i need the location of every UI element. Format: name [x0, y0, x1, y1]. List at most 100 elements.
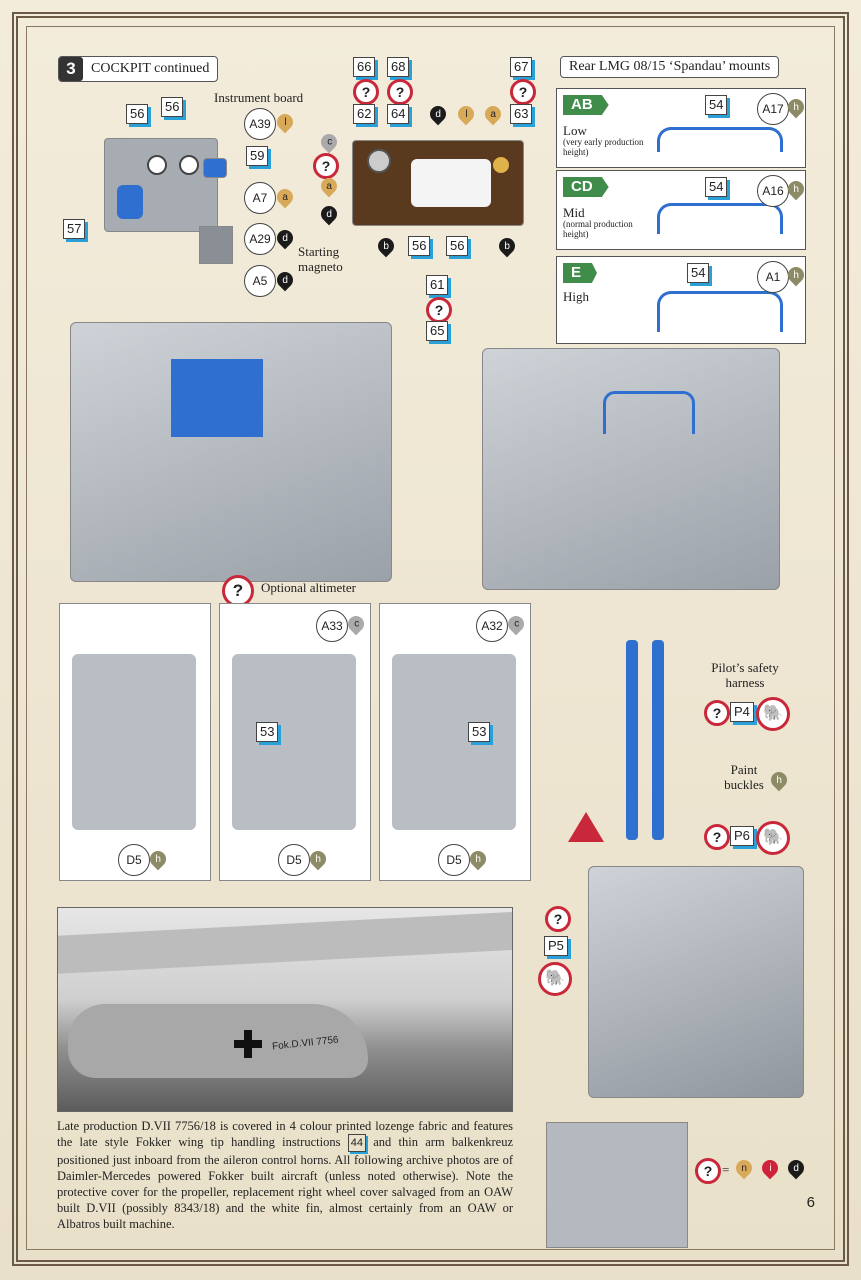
part-number: 65 — [426, 321, 449, 341]
optional-icon: ? — [545, 906, 571, 932]
option-name: Low — [563, 123, 587, 138]
altimeter-view-3: A32 c 53 D5 h — [379, 603, 531, 881]
archive-photo: Fok.D.VII 7756 — [57, 907, 513, 1112]
part-number: 57 — [63, 219, 86, 239]
installed-mount-icon — [603, 391, 695, 434]
part-number: 64 — [387, 104, 410, 124]
harness-strap-illustration — [626, 640, 638, 840]
elephant-icon: 🐘 — [538, 962, 572, 996]
altimeter-view-1: D5 h — [59, 603, 211, 881]
mount-option-panel: E High 54 A1 h — [556, 256, 808, 344]
optional-icon: ? — [426, 297, 452, 323]
part-number: 68 — [387, 57, 410, 77]
altimeter-view-2: A33 c 53 D5 h — [219, 603, 371, 881]
page-number: 6 — [806, 1194, 815, 1211]
mount-illustration — [657, 291, 783, 332]
mount-option-panel: CD Mid (normal production height) 54 A16… — [556, 170, 808, 250]
harness-label: Pilot’s safety harness — [711, 660, 779, 690]
gauge-icon — [179, 155, 199, 175]
blue-fitting-illustration — [203, 158, 227, 178]
part-reference: 44 — [347, 1134, 366, 1152]
optional-icon: ? — [695, 1158, 721, 1184]
optional-icon: ? — [704, 700, 730, 726]
part-number: 54 — [687, 263, 710, 283]
paint-drop-icon: h — [306, 847, 330, 871]
fuselage-illustration — [68, 1004, 368, 1078]
optional-icon: ? — [313, 153, 339, 179]
part-number: 59 — [246, 146, 269, 166]
part-number: 67 — [510, 57, 533, 77]
callout-circle: D5 — [118, 844, 150, 876]
optional-icon: ? — [704, 824, 730, 850]
optional-icon: ? — [510, 79, 536, 105]
part-number: 56 — [446, 236, 469, 256]
callout-circle: A5 — [244, 265, 276, 297]
page-border — [12, 12, 849, 1266]
mount-option-panel: AB Low (very early production height) 54… — [556, 88, 808, 168]
mount-illustration — [657, 203, 783, 234]
harness-detail-inset — [546, 1122, 688, 1248]
optional-icon: ? — [353, 79, 379, 105]
option-tag: AB — [563, 95, 609, 115]
harness-strap-illustration — [652, 640, 664, 840]
wooden-panel-illustration — [352, 140, 524, 226]
part-number: 62 — [353, 104, 376, 124]
option-tag: E — [563, 263, 598, 283]
mount-illustration — [657, 127, 783, 152]
step-number: 3 — [59, 57, 83, 81]
brass-fitting-icon — [493, 157, 509, 173]
balkenkreuz-icon — [234, 1030, 262, 1058]
cockpit-fuselage-illustration-left — [70, 322, 392, 582]
callout-circle: D5 — [438, 844, 470, 876]
callout-circle: D5 — [278, 844, 310, 876]
starting-magneto-label: Starting magneto — [298, 244, 343, 274]
wing-illustration — [58, 911, 512, 975]
elephant-icon: 🐘 — [756, 821, 790, 855]
step-header: 3 COCKPIT continued — [58, 56, 219, 82]
option-tag: CD — [563, 177, 609, 197]
gauge-icon — [147, 155, 167, 175]
rear-mounts-title: Rear LMG 08/15 ‘Spandau’ mounts — [560, 56, 780, 78]
mount-plate-icon — [411, 159, 491, 207]
gauge-icon — [367, 149, 391, 173]
part-number: 54 — [705, 95, 728, 115]
part-number: 54 — [705, 177, 728, 197]
paint-drop-icon: h — [466, 847, 490, 871]
warning-triangle-icon — [568, 812, 604, 842]
caption-text-2: and thin arm balkenkreuz positioned just… — [57, 1135, 514, 1231]
paint-drop-icon: h — [146, 847, 170, 871]
option-name: High — [563, 289, 589, 304]
option-note: (normal production height) — [563, 219, 633, 239]
paint-drop-icon: c — [344, 612, 368, 636]
instrument-board-illustration — [104, 138, 218, 232]
part-number: 66 — [353, 57, 376, 77]
callout-circle: A29 — [244, 223, 276, 255]
part-number: P5 — [544, 936, 568, 956]
instrument-board-label: Instrument board — [214, 90, 304, 105]
part-number: 56 — [126, 104, 149, 124]
elephant-icon: 🐘 — [756, 697, 790, 731]
magneto-switch-icon — [117, 185, 143, 219]
step-title: COCKPIT continued — [91, 61, 210, 76]
paint-drop-icon: h — [784, 177, 808, 201]
photo-caption: Late production D.VII 7756/18 is covered… — [57, 1118, 513, 1232]
part-number: P6 — [730, 826, 754, 846]
part-number: 53 — [468, 722, 491, 742]
paint-drop-icon: h — [784, 263, 808, 287]
seat-illustration — [232, 654, 356, 830]
callout-circle: A39 — [244, 108, 276, 140]
callout-circle: A7 — [244, 182, 276, 214]
page-inner-border — [26, 26, 835, 1250]
seat-illustration — [72, 654, 196, 830]
option-note: (very early production height) — [563, 137, 644, 157]
callout-circle: A17 — [757, 93, 789, 125]
callout-circle: A32 — [476, 610, 508, 642]
cockpit-fuselage-illustration-right — [482, 348, 780, 590]
callout-circle: A1 — [757, 261, 789, 293]
part-number: 53 — [256, 722, 279, 742]
altimeter-label: Optional altimeter — [261, 580, 356, 595]
installed-instrument-board-icon — [171, 359, 263, 437]
part-number: P4 — [730, 702, 754, 722]
seat-illustration — [392, 654, 516, 830]
